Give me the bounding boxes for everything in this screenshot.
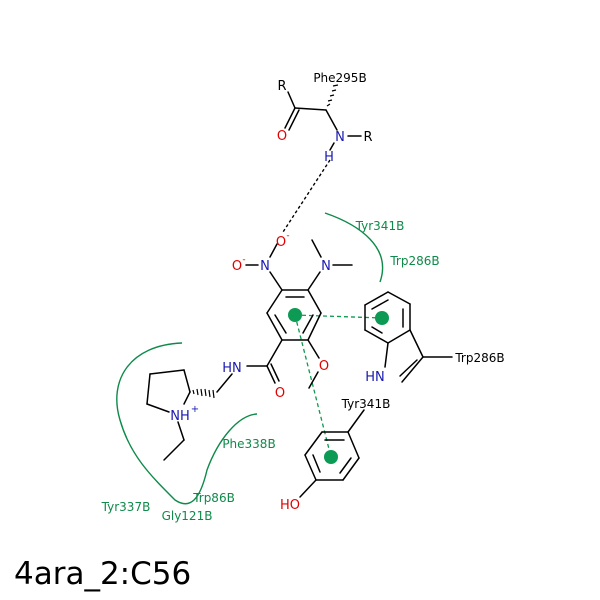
- residue-label-gly121: Gly121B: [162, 509, 213, 523]
- hbond-line: [282, 159, 331, 233]
- atom-nh-plus: NH: [170, 409, 190, 424]
- contact-arc-phe338: [116, 342, 258, 505]
- methoxy-group: [307, 339, 320, 389]
- residue-label-phe338: Phe338B: [222, 437, 275, 451]
- atom-n-nitro: N: [260, 259, 270, 274]
- nitro-group: [245, 243, 283, 291]
- central-benzene-ring: [266, 289, 322, 341]
- phe295-fragment: [284, 84, 362, 151]
- atom-o-minus-left: O: [232, 259, 242, 274]
- atom-r-top: R: [277, 79, 286, 94]
- residue-label-tyr341: Tyr341B: [341, 397, 391, 411]
- residue-label-trp286-arc: Trp286B: [389, 254, 439, 268]
- atom-o-methoxy: O: [319, 359, 329, 374]
- atom-charge-top: -: [286, 231, 289, 241]
- contact-arc-tyr341: [324, 212, 384, 283]
- atom-carbonyl-o: O: [277, 129, 287, 144]
- centroid-central-ring: [288, 308, 302, 322]
- atom-r-right: R: [363, 130, 372, 145]
- residue-label-tyr341-arc: Tyr341B: [355, 219, 405, 233]
- residue-label-phe295: Phe295B: [313, 71, 366, 85]
- atom-h-backbone: H: [324, 150, 334, 165]
- centroid-trp286-ring: [375, 311, 389, 325]
- tyr341-phenol: [299, 409, 365, 498]
- centroid-tyr341-ring: [324, 450, 338, 464]
- stereo-hash-phe295: [326, 84, 339, 107]
- diagram-title: 4ara_2:C56: [14, 556, 191, 592]
- residue-label-trp286: Trp286B: [454, 351, 504, 365]
- atom-o-minus-top: O: [276, 235, 286, 250]
- pi-stack-trp286: [294, 314, 383, 319]
- stereo-hash-pyrrolidine: [192, 388, 215, 399]
- residue-label-trp86: Trp86B: [192, 491, 235, 505]
- atom-o-amide: O: [275, 386, 285, 401]
- atom-charge-plus: +: [191, 404, 199, 415]
- atom-charge-left: -: [242, 255, 245, 265]
- atom-n-backbone: N: [335, 130, 345, 145]
- dimethylamino-group: [307, 239, 353, 291]
- trp286-indole: [364, 291, 453, 383]
- atom-n-dimethyl: N: [321, 259, 331, 274]
- pi-stack-tyr341: [294, 314, 332, 458]
- atom-hn-indole: HN: [365, 370, 385, 385]
- amide-pyrrolidine: [146, 339, 283, 461]
- atom-ho-phenol: HO: [280, 498, 300, 513]
- atom-nh-amide: HN: [222, 361, 242, 376]
- residue-label-tyr337: Tyr337B: [101, 500, 151, 514]
